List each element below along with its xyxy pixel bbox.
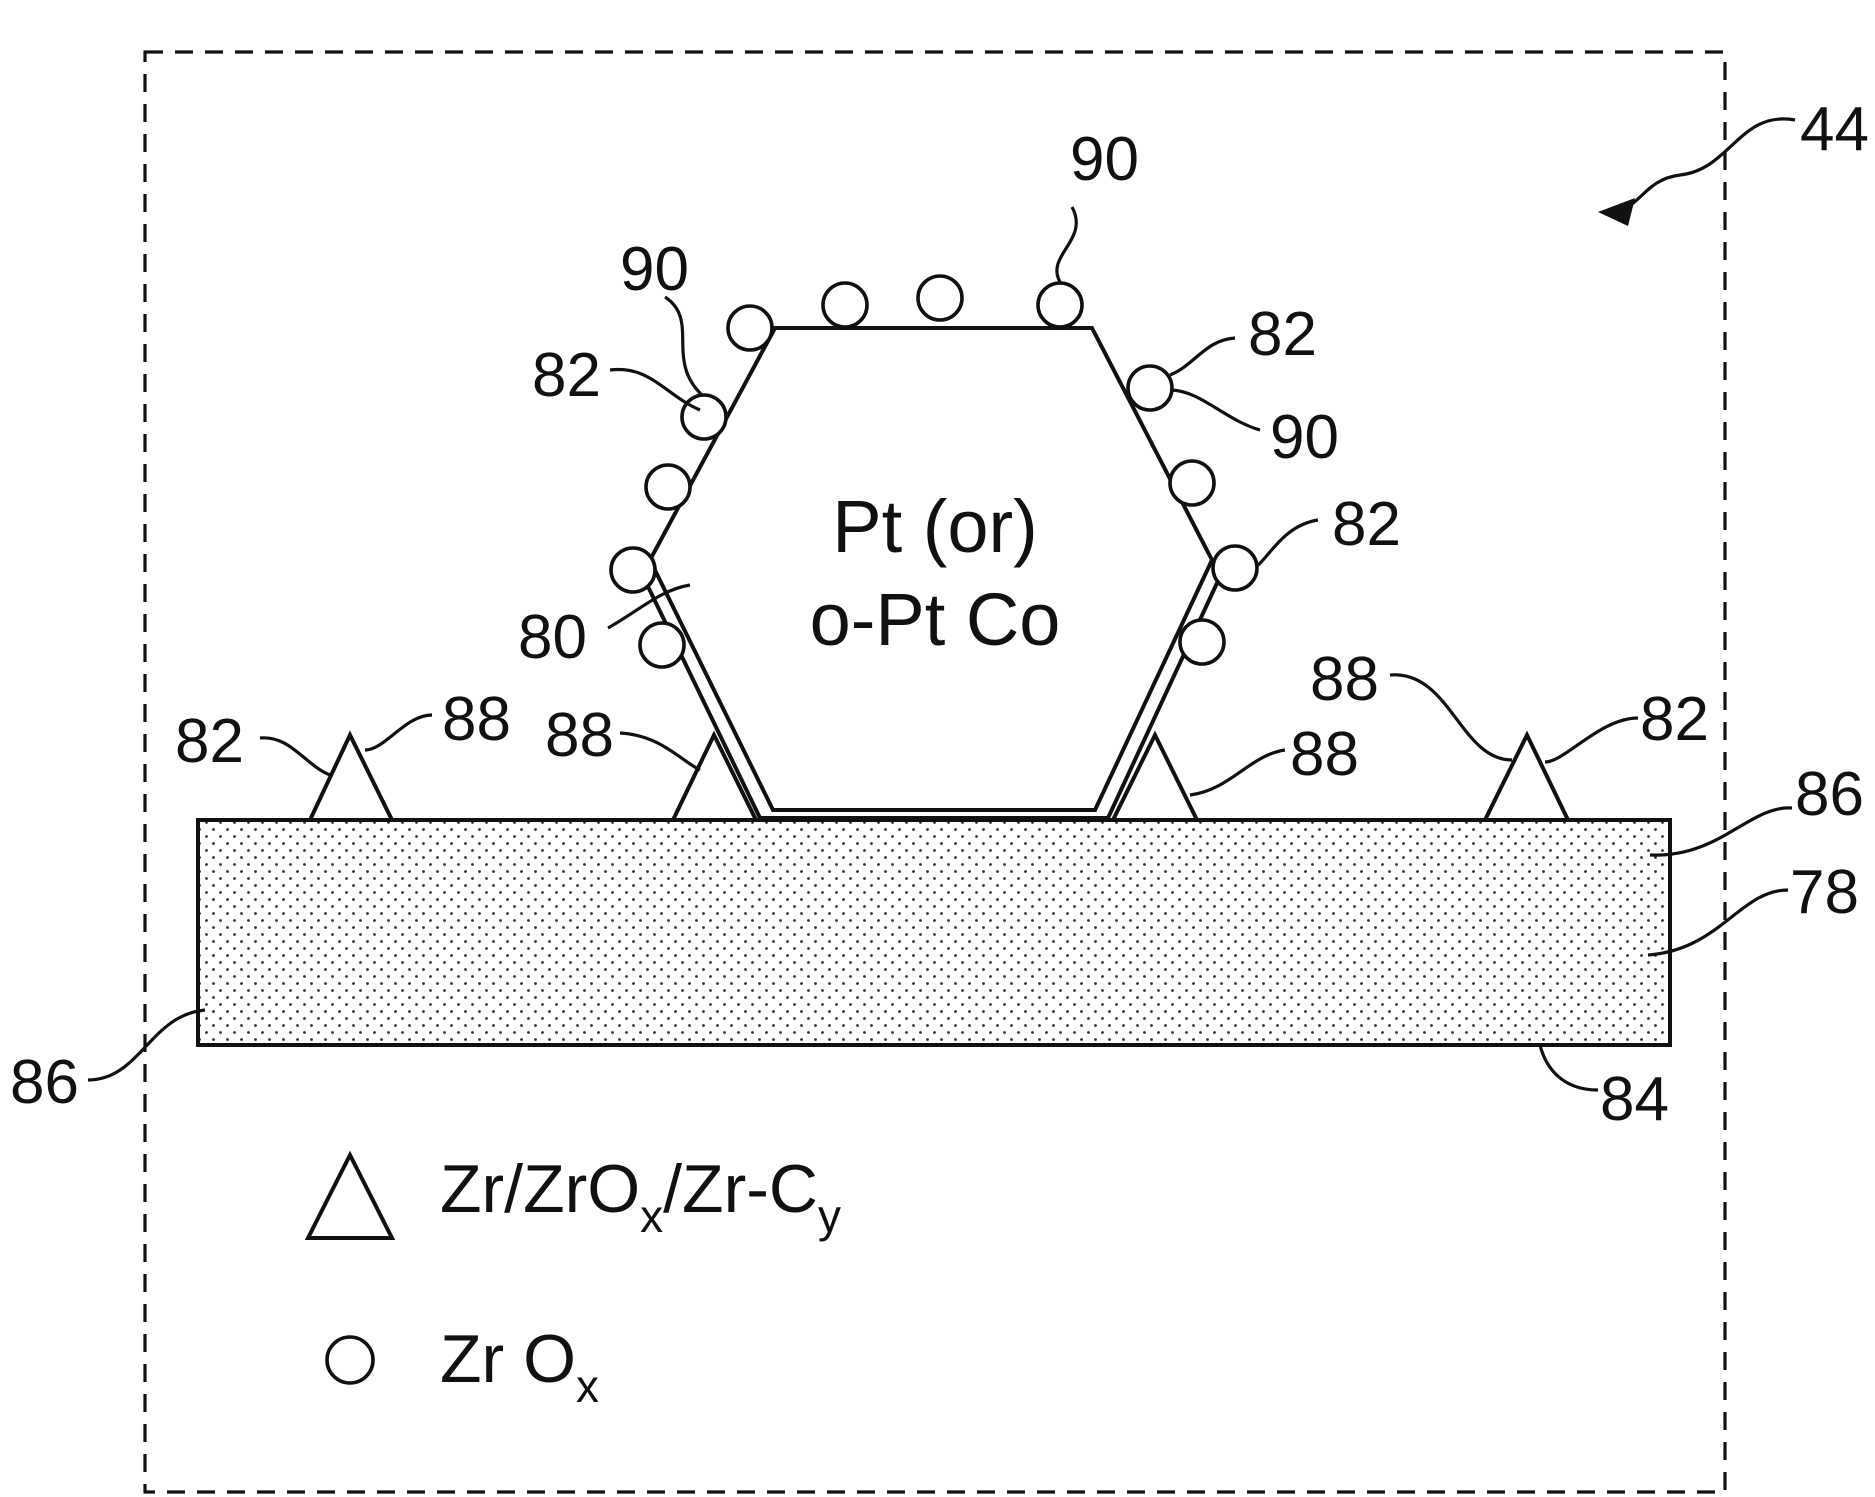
ref-label-82-right-upper: 82 [1248, 300, 1317, 369]
legend: Zr/ZrOx/Zr-Cy Zr Ox [308, 1151, 841, 1412]
legend-tri-sub-2: y [818, 1190, 841, 1242]
ref-label-84: 84 [1600, 1065, 1669, 1134]
triangle-icon [310, 735, 392, 820]
substrate-78 [198, 820, 1670, 1045]
circle-icon [611, 548, 655, 592]
ref-label-82-far-left: 82 [175, 707, 244, 776]
legend-triangle-icon [308, 1155, 392, 1238]
circle-icon [640, 623, 684, 667]
ref-label-88-far-left: 88 [442, 685, 511, 754]
circle-icon [728, 306, 772, 350]
legend-tri-sub-1: x [640, 1190, 663, 1242]
circle-icon [1128, 366, 1172, 410]
legend-circ-part-1: Zr O [440, 1321, 576, 1397]
legend-triangle-label: Zr/ZrOx/Zr-Cy [440, 1151, 841, 1242]
ref-label-90-right: 90 [1270, 403, 1339, 472]
hexagon-text-2: o-Pt Co [810, 578, 1061, 661]
ref-label-78: 78 [1790, 858, 1859, 927]
circle-icon [646, 465, 690, 509]
circle-icon [1213, 546, 1257, 590]
ref-label-90-top: 90 [1070, 125, 1139, 194]
ref-label-88-right-high: 88 [1310, 645, 1379, 714]
pt-hexagon [650, 328, 1212, 810]
ref-label-90-left: 90 [620, 235, 689, 304]
circle-icon [823, 283, 867, 327]
circle-icon [682, 395, 726, 439]
legend-circ-sub-1: x [576, 1360, 599, 1412]
ref-label-82-far-right: 82 [1640, 685, 1709, 754]
circle-icon [1180, 620, 1224, 664]
legend-tri-part-1: Zr/ZrO [440, 1151, 640, 1227]
ref-label-86-left: 86 [10, 1048, 79, 1117]
ref-label-44: 44 [1800, 95, 1869, 164]
arrow-44 [1598, 119, 1795, 226]
dashed-boundary [145, 52, 1725, 1492]
ref-label-88-mid-left: 88 [545, 701, 614, 770]
ref-label-82-right-mid: 82 [1332, 490, 1401, 559]
legend-circle-icon [327, 1337, 373, 1383]
ref-label-82-left: 82 [532, 341, 601, 410]
circle-icon [918, 276, 962, 320]
ref-label-88-mid-right: 88 [1290, 720, 1359, 789]
legend-circle-label: Zr Ox [440, 1321, 599, 1412]
circle-icon [1170, 461, 1214, 505]
legend-tri-part-2: /Zr-C [663, 1151, 818, 1227]
circle-icon [1038, 283, 1082, 327]
ref-label-86-right: 86 [1795, 760, 1864, 829]
triangle-icon [1485, 735, 1568, 820]
hexagon-text-1: Pt (or) [832, 485, 1038, 568]
ref-label-80: 80 [518, 603, 587, 672]
